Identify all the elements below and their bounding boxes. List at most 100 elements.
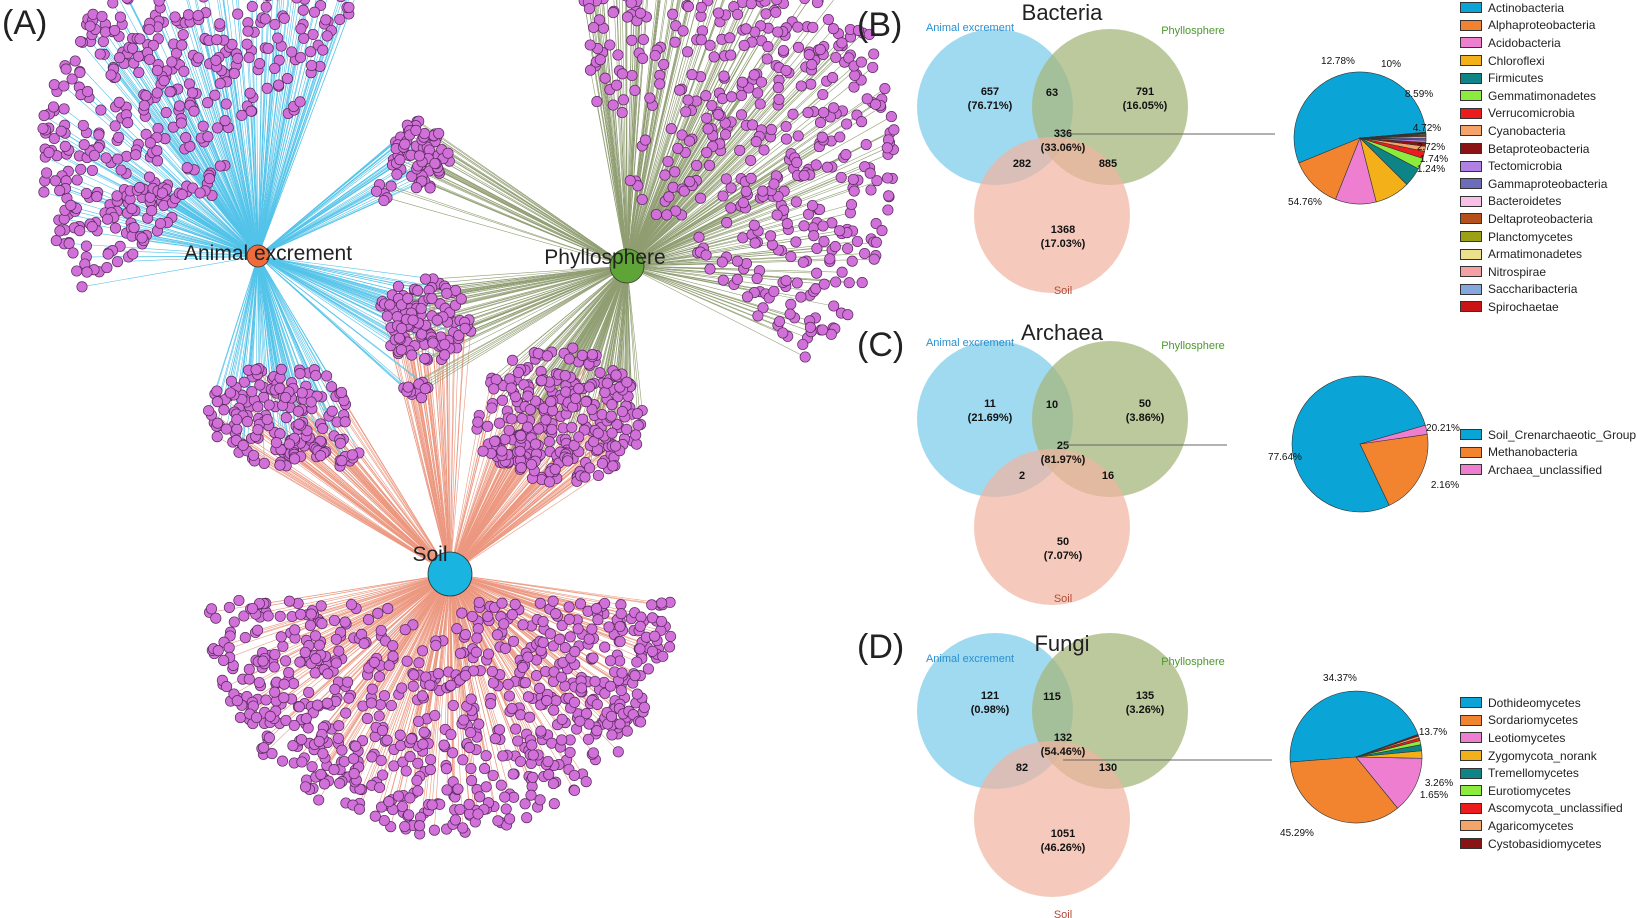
otu-node — [885, 111, 897, 123]
legend-item: Zygomycota_norank — [1460, 747, 1623, 765]
otu-node — [827, 72, 839, 84]
otu-node — [482, 420, 494, 432]
otu-node — [534, 597, 546, 609]
otu-node — [781, 218, 793, 230]
otu-node — [340, 707, 352, 719]
otu-node — [669, 36, 681, 48]
legend-swatch — [1460, 750, 1482, 762]
otu-node — [81, 266, 93, 278]
otu-node — [534, 794, 546, 806]
legend-label: Saccharibacteria — [1488, 282, 1578, 297]
otu-node — [232, 8, 244, 20]
otu-node — [784, 308, 796, 320]
otu-node — [777, 44, 790, 57]
legend-swatch — [1460, 301, 1482, 313]
otu-node — [564, 746, 576, 758]
pie-percent-label: 1.74% — [1420, 154, 1448, 165]
otu-node — [211, 385, 223, 397]
otu-node — [95, 104, 107, 116]
otu-node — [383, 796, 395, 808]
otu-node — [459, 669, 471, 682]
otu-node — [843, 277, 855, 289]
otu-node — [804, 321, 816, 333]
legend-label: Actinobacteria — [1488, 0, 1565, 15]
otu-node — [315, 768, 327, 780]
otu-node — [616, 667, 628, 679]
otu-node — [128, 222, 140, 234]
otu-node — [399, 820, 411, 833]
otu-node — [296, 756, 308, 768]
otu-node — [543, 476, 556, 488]
otu-node — [500, 803, 512, 815]
legend-label: Cystobasidiomycetes — [1488, 836, 1602, 851]
otu-node — [154, 217, 167, 230]
otu-node — [113, 96, 125, 108]
otu-node — [63, 237, 75, 250]
otu-node — [361, 713, 373, 725]
otu-node — [274, 610, 286, 622]
otu-node — [505, 382, 517, 394]
otu-node — [412, 785, 424, 797]
otu-node — [496, 597, 508, 609]
otu-node — [378, 690, 391, 702]
legend-swatch — [1460, 697, 1482, 709]
otu-node — [378, 814, 390, 827]
otu-node — [658, 58, 670, 70]
otu-node — [288, 719, 300, 731]
otu-node — [736, 76, 748, 88]
otu-node — [234, 712, 246, 724]
otu-node — [280, 655, 292, 667]
pie-slice — [1355, 756, 1423, 809]
otu-node — [806, 199, 819, 212]
otu-node — [394, 154, 406, 166]
otu-node — [214, 77, 226, 90]
venn-phyllo-soil-count: 16 — [1102, 470, 1114, 482]
otu-node — [399, 138, 411, 150]
venn-phyllo-only-pct: (16.05%) — [1123, 100, 1168, 112]
otu-node — [109, 24, 121, 36]
otu-node — [134, 33, 146, 45]
otu-node — [859, 248, 871, 260]
otu-node — [842, 242, 854, 255]
otu-node — [667, 181, 679, 193]
otu-node — [336, 744, 348, 756]
otu-node — [144, 137, 156, 149]
otu-node — [836, 37, 848, 49]
otu-node — [472, 808, 484, 820]
otu-node — [550, 608, 562, 620]
venn-phyllo-soil-count: 885 — [1099, 158, 1117, 170]
otu-node — [427, 337, 439, 349]
otu-node — [407, 680, 419, 692]
otu-node — [221, 681, 233, 693]
otu-node — [306, 59, 318, 71]
otu-node — [403, 809, 415, 821]
otu-node — [674, 84, 686, 96]
legend-swatch — [1460, 231, 1482, 243]
otu-node — [492, 815, 504, 827]
legend-item: Gemmatimonadetes — [1460, 87, 1607, 105]
otu-node — [113, 52, 126, 64]
otu-node — [250, 711, 263, 724]
otu-node — [65, 199, 77, 211]
otu-node — [882, 204, 894, 216]
otu-node — [486, 402, 498, 414]
otu-node — [202, 131, 214, 143]
otu-node — [879, 83, 891, 95]
otu-node — [576, 682, 588, 694]
otu-node — [584, 64, 597, 76]
otu-node — [883, 190, 895, 202]
otu-node — [497, 750, 509, 762]
otu-node — [54, 185, 66, 197]
otu-node — [712, 108, 724, 121]
otu-node — [87, 8, 99, 20]
otu-node — [178, 65, 190, 77]
otu-node — [454, 647, 467, 659]
otu-node — [463, 742, 476, 754]
legend-swatch — [1460, 820, 1482, 832]
otu-node — [406, 349, 418, 361]
otu-node — [701, 146, 713, 159]
otu-node — [562, 455, 574, 467]
otu-node — [264, 710, 276, 722]
otu-node — [677, 25, 689, 37]
otu-node — [381, 310, 393, 322]
